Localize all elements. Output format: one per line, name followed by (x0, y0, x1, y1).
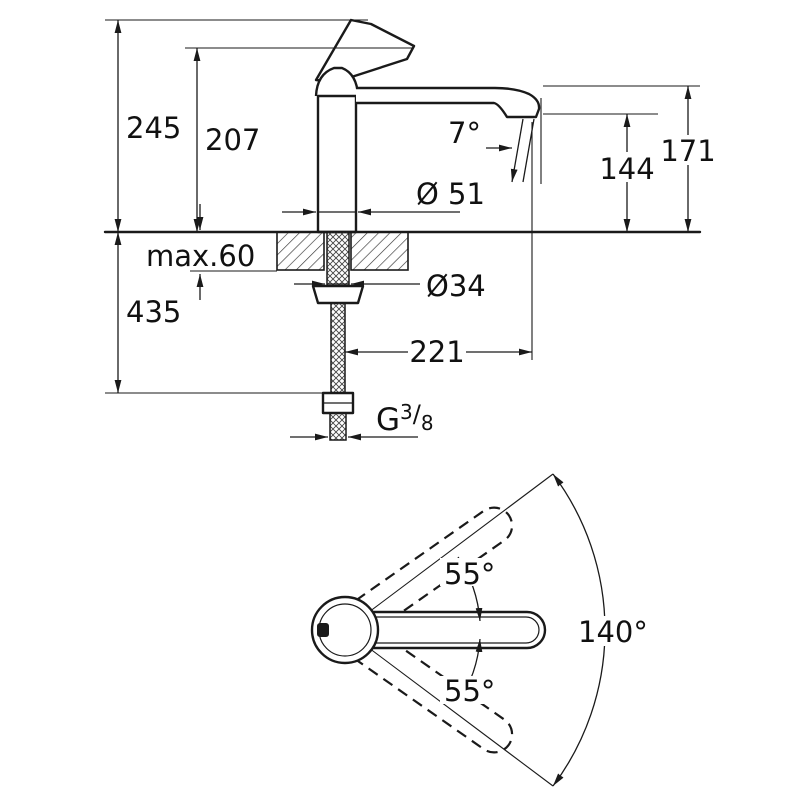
threaded-shank (326, 231, 350, 287)
label-bg-144 (600, 152, 656, 182)
counter-slab-left (276, 231, 325, 271)
counter-slab-right (350, 231, 409, 271)
dimension-lines (114, 20, 692, 441)
faucet-handle-dome (314, 66, 360, 97)
body-pivot-slot (317, 623, 329, 637)
spout-top-height-label: 171 (660, 134, 715, 168)
thread-denominator: 8 (421, 411, 434, 435)
hole-diameter-label: Ø34 (426, 269, 486, 303)
thread-numerator: 3 (400, 400, 413, 424)
body-diameter-label: Ø 51 (416, 177, 485, 211)
spout-reach-label: 221 (409, 335, 464, 369)
swivel-limit-line-upper (344, 473, 554, 631)
swivel-upper-label: 55° (444, 557, 495, 591)
stream-angle-label: 7° (448, 116, 481, 150)
faucet-outline (314, 18, 542, 234)
thread-prefix: G (376, 402, 400, 438)
body-height-label: 207 (205, 123, 260, 157)
faucet-body (316, 94, 358, 234)
overall-height-label: 245 (126, 111, 181, 145)
thread-size-label: G3/8 (376, 400, 434, 438)
counter-section (103, 230, 702, 271)
swivel-lower-label: 55° (444, 674, 495, 708)
swivel-limit-line-lower (344, 629, 554, 787)
spout-outlet-height-label: 144 (599, 152, 654, 186)
max-thickness-label: max.60 (146, 239, 255, 273)
label-bg-140 (576, 616, 656, 646)
label-bg-171 (661, 135, 716, 165)
side-view: 245 207 435 max.60 Ø 51 Ø34 144 171 7° 2… (103, 18, 716, 441)
body-top-view (310, 595, 380, 665)
label-bg-55-lower (440, 676, 492, 704)
hose-thread-end (329, 412, 347, 441)
top-view: 55° 55° 140° (310, 473, 656, 787)
label-bg-221 (408, 338, 466, 366)
braided-hose (330, 302, 346, 394)
below-depth-label: 435 (126, 295, 181, 329)
label-bg-55-upper (440, 558, 492, 586)
supply-assembly (311, 231, 365, 441)
extension-lines (105, 19, 700, 394)
water-stream-inner (510, 118, 524, 183)
mounting-nut (311, 284, 365, 305)
swivel-total-label: 140° (578, 615, 648, 649)
thread-slash: / (413, 400, 422, 428)
faucet-spout (356, 86, 541, 119)
